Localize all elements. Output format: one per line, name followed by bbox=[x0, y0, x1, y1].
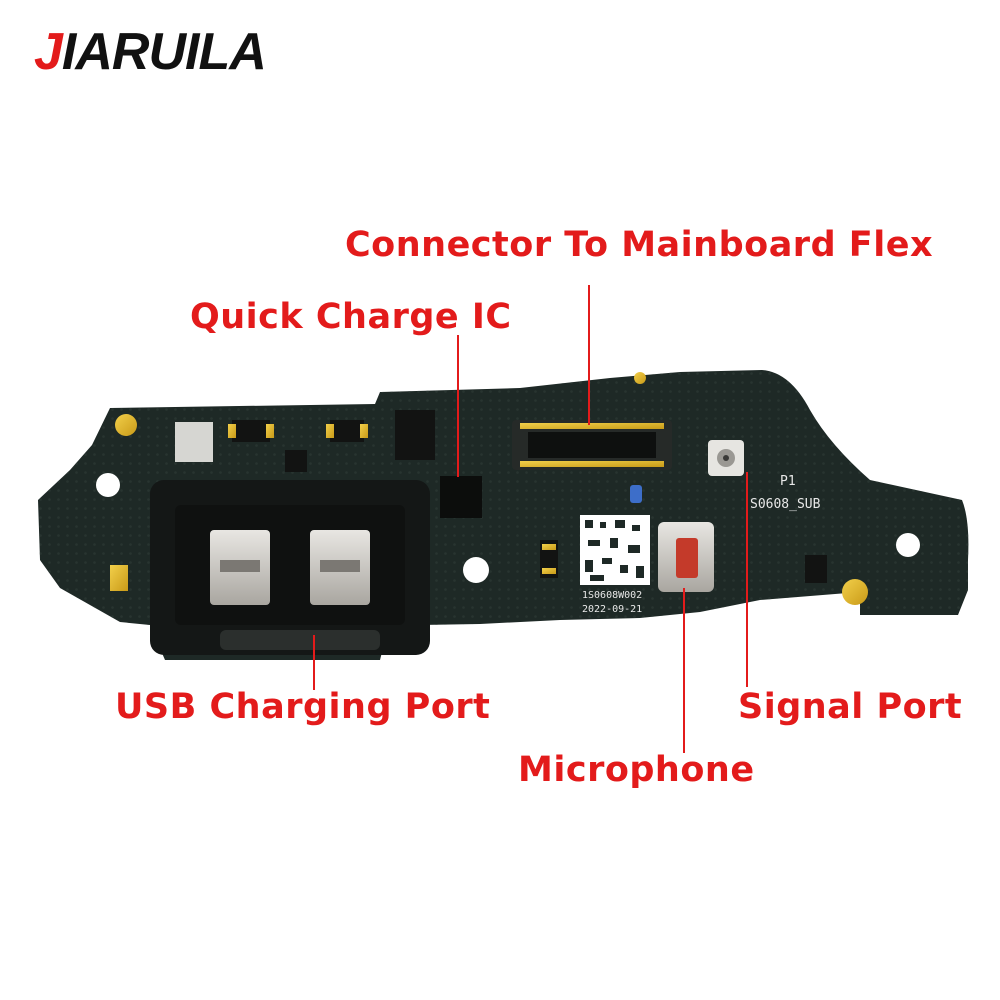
quick-charge-pointer-line bbox=[457, 335, 459, 477]
signal-pointer-line bbox=[746, 472, 748, 687]
connector-pointer-line bbox=[588, 285, 590, 425]
brand-first-letter: J bbox=[34, 23, 63, 81]
microphone-label: Microphone bbox=[518, 750, 755, 790]
serial-silkscreen: 1S0608W002 bbox=[582, 590, 642, 601]
p1-silkscreen: P1 bbox=[780, 474, 796, 489]
quick-charge-ic bbox=[440, 476, 482, 518]
usb-port-label: USB Charging Port bbox=[115, 687, 491, 727]
usb-pointer-line bbox=[313, 635, 315, 690]
quick-charge-label: Quick Charge IC bbox=[190, 297, 512, 337]
microphone-pointer-line bbox=[683, 588, 685, 753]
brand-logo: JIARUILA bbox=[34, 22, 267, 82]
connector-label: Connector To Mainboard Flex bbox=[345, 225, 934, 265]
brand-rest: IARUILA bbox=[61, 23, 267, 81]
signal-port-label: Signal Port bbox=[738, 687, 963, 727]
board-id-silkscreen: S0608_SUB bbox=[750, 497, 821, 512]
date-silkscreen: 2022-09-21 bbox=[582, 604, 642, 615]
